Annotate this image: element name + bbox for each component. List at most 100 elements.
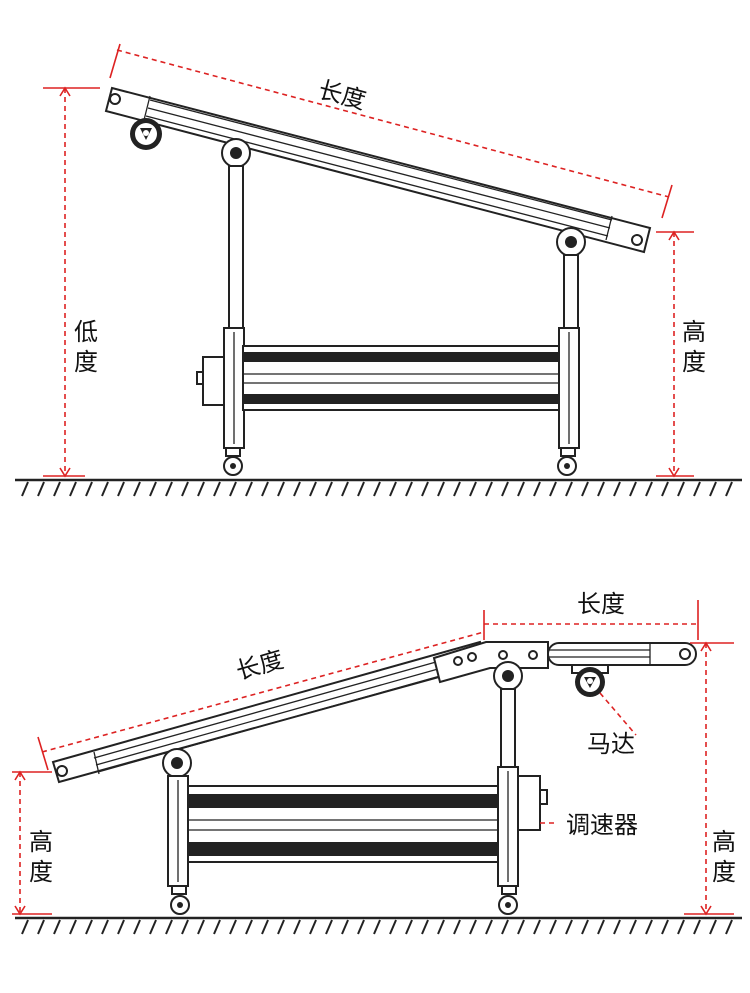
ground-hatch-mark [69, 919, 77, 935]
ground-hatch-mark [53, 481, 61, 497]
ground-hatch-mark [373, 481, 381, 497]
ground-hatch-mark [133, 481, 141, 497]
ground-hatch-mark [645, 481, 653, 497]
ground-hatch-mark [117, 919, 125, 935]
ground-hatch-mark [117, 481, 125, 497]
ground-hatch-mark [549, 481, 557, 497]
motor-label: 马达 [587, 730, 635, 758]
top-conveyor-diagram: 长度 低 度 高 度 [15, 43, 742, 497]
top-conveyor-belt [104, 86, 652, 254]
ground-hatch-mark [293, 919, 301, 935]
top-length-dimension [109, 43, 673, 219]
ground-hatch-mark [453, 481, 461, 497]
ground-hatch-mark [485, 481, 493, 497]
top-height-label-line1: 高 [682, 318, 706, 346]
motor-leader-line [599, 692, 637, 736]
top-low-label-line1: 低 [74, 318, 98, 346]
bottom-inclined-belt [51, 640, 488, 784]
speed-controller-label: 调速器 [566, 811, 638, 839]
top-length-label: 长度 [315, 76, 369, 115]
ground-hatch-mark [277, 919, 285, 935]
ground-hatch-mark [21, 919, 29, 935]
ground-hatch-mark [581, 919, 589, 935]
ground-hatch-mark [469, 481, 477, 497]
ground-hatch-mark [245, 919, 253, 935]
top-low-label-line2: 度 [74, 348, 98, 376]
bottom-length-dimension-right [483, 600, 699, 640]
ground-hatch-mark [85, 481, 93, 497]
ground-hatch-mark [565, 919, 573, 935]
ground-hatch-mark [69, 481, 77, 497]
bottom-height-label-right-line2: 度 [712, 858, 736, 886]
top-ground [15, 478, 742, 497]
ground-hatch-mark [53, 919, 61, 935]
ground-hatch-mark [437, 919, 445, 935]
ground-hatch-mark [261, 481, 269, 497]
ground-hatch-mark [533, 481, 541, 497]
ground-hatch-mark [597, 919, 605, 935]
ground-hatch-mark [197, 919, 205, 935]
bottom-length-dimension-left [37, 631, 485, 771]
ground-hatch-mark [181, 919, 189, 935]
bottom-speed-controller [517, 775, 548, 831]
bottom-height-label-left-line2: 度 [29, 858, 53, 886]
ground-hatch-mark [245, 481, 253, 497]
top-low-dimension [43, 86, 100, 478]
ground-hatch-mark [101, 919, 109, 935]
ground-hatch-mark [517, 481, 525, 497]
top-height-dimension [656, 230, 694, 478]
bottom-height-label-right-line1: 高 [712, 828, 736, 856]
top-lower-belt [242, 345, 560, 411]
bottom-joint-plate [432, 641, 549, 684]
bottom-length-label-left: 长度 [233, 645, 287, 685]
ground-hatch-mark [517, 919, 525, 935]
bottom-left-leg [162, 748, 192, 915]
ground-hatch-mark [709, 919, 717, 935]
ground-hatch-mark [373, 919, 381, 935]
ground-hatch-mark [485, 919, 493, 935]
bottom-conveyor-diagram: 长度 长度 高 度 高 度 马达 调速器 [12, 590, 742, 935]
bottom-right-height-dimension [684, 641, 734, 916]
ground-hatch-mark [629, 481, 637, 497]
ground-hatch-mark [725, 919, 733, 935]
ground-hatch-mark [725, 481, 733, 497]
ground-hatch-mark [165, 481, 173, 497]
top-speed-controller [196, 356, 225, 406]
ground-hatch-mark [309, 481, 317, 497]
ground-hatch-mark [389, 919, 397, 935]
ground-hatch-mark [85, 919, 93, 935]
ground-hatch-mark [213, 481, 221, 497]
bottom-height-label-left-line1: 高 [29, 828, 53, 856]
ground-hatch-mark [613, 481, 621, 497]
ground-hatch-mark [549, 919, 557, 935]
ground-hatch-mark [677, 919, 685, 935]
ground-hatch-mark [581, 481, 589, 497]
bottom-right-leg [493, 661, 523, 915]
ground-hatch-mark [661, 919, 669, 935]
ground-hatch-mark [677, 481, 685, 497]
ground-hatch-mark [357, 919, 365, 935]
ground-hatch-mark [325, 481, 333, 497]
ground-hatch-mark [645, 919, 653, 935]
ground-hatch-mark [565, 481, 573, 497]
ground-hatch-mark [661, 481, 669, 497]
bottom-length-label-right: 长度 [577, 590, 625, 618]
top-left-leg [221, 138, 251, 476]
ground-hatch-mark [709, 481, 717, 497]
ground-hatch-mark [21, 481, 29, 497]
ground-hatch-mark [261, 919, 269, 935]
ground-hatch-mark [421, 481, 429, 497]
ground-hatch-mark [421, 919, 429, 935]
ground-hatch-mark [37, 919, 45, 935]
ground-hatch-mark [149, 481, 157, 497]
ground-hatch-mark [693, 919, 701, 935]
ground-hatch-mark [357, 481, 365, 497]
ground-hatch-mark [213, 919, 221, 935]
ground-hatch-mark [229, 919, 237, 935]
top-motor [130, 118, 162, 150]
bottom-left-height-dimension [12, 770, 52, 916]
ground-hatch-mark [341, 481, 349, 497]
top-right-leg [556, 227, 586, 476]
ground-hatch-mark [277, 481, 285, 497]
